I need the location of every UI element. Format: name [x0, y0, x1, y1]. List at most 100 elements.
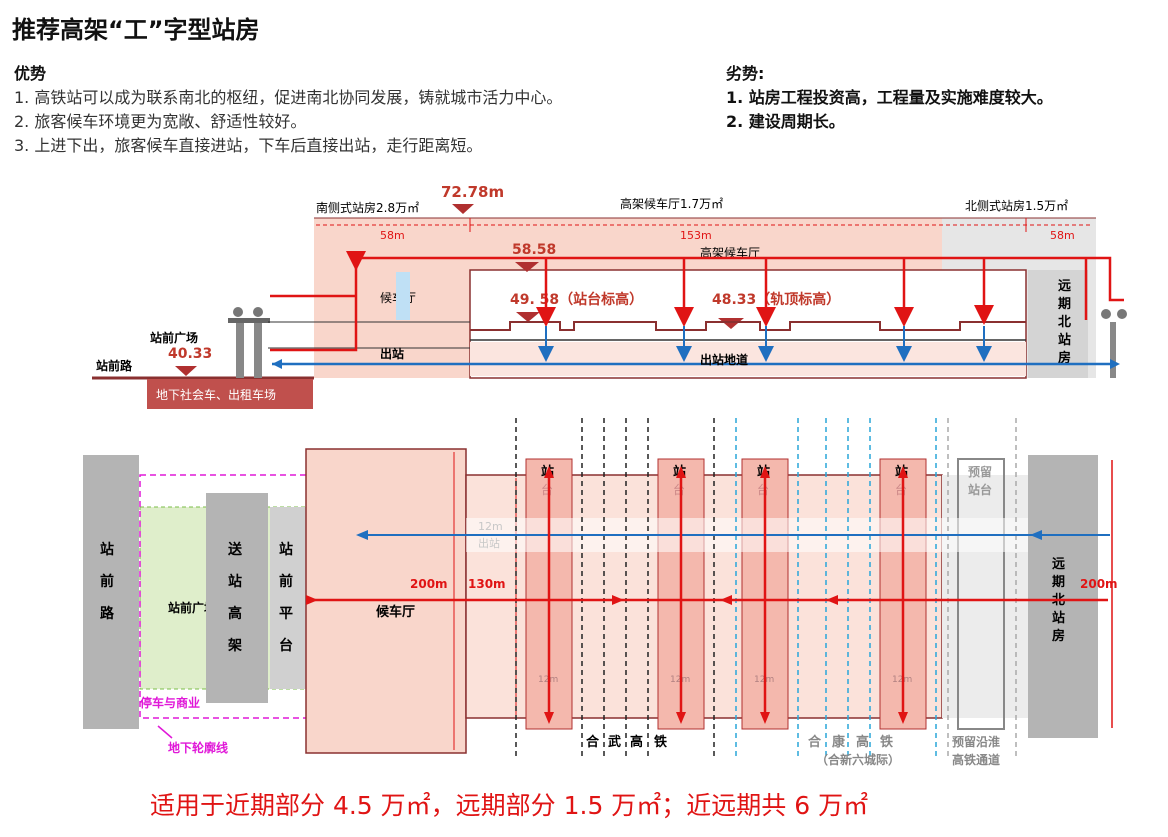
underground-label: 地下社会车、出租车场 [156, 387, 276, 402]
parking-outline [139, 474, 309, 719]
reserved-rail-label: 预留沿淮 [952, 734, 1000, 749]
north-station-label: 北侧式站房1.5万㎡ [965, 198, 1068, 213]
svg-text:北: 北 [1058, 315, 1071, 330]
page-title: 推荐高架“工”字型站房 [12, 16, 260, 44]
disadvantage-item: 1. 站房工程投资高，工程量及实施难度较大。 [726, 88, 1053, 107]
plan-far-north-block [1028, 455, 1098, 738]
disadvantage-item: 2. 建设周期长。 [726, 112, 845, 131]
svg-text:平: 平 [279, 606, 293, 622]
svg-text:铁: 铁 [653, 734, 667, 750]
hekang-label: 合 康 高 铁 [808, 734, 893, 750]
dim-mid: 153m [680, 229, 712, 242]
elevation-marker-icon [452, 204, 474, 214]
south-station-label: 南侧式站房2.8万㎡ [316, 200, 419, 215]
rail-elevation: 48.33（轨顶标高） [712, 291, 840, 308]
svg-text:期: 期 [1058, 297, 1071, 312]
elevation-marker-icon [515, 262, 539, 272]
svg-text:站台: 站台 [968, 482, 992, 497]
dim-130: 130m [468, 577, 506, 591]
elevated-dropoff-label: 送 站 高 架 [227, 541, 243, 654]
svg-text:送: 送 [227, 541, 243, 558]
dim-200-right: 200m [1080, 577, 1118, 591]
elevation-marker-icon [718, 318, 744, 329]
svg-text:站: 站 [1058, 332, 1071, 348]
footer-summary: 适用于近期部分 4.5 万㎡，远期部分 1.5 万㎡；近远期共 6 万㎡ [150, 791, 869, 820]
hekang-sub-label: （合新六城际） [816, 752, 900, 767]
plaza-elevation: 40.33 [168, 346, 212, 362]
svg-text:架: 架 [227, 637, 242, 654]
dim-right: 58m [1050, 229, 1075, 242]
dim-200-left: 200m [410, 577, 448, 591]
svg-text:期: 期 [1052, 575, 1065, 590]
svg-text:站: 站 [1052, 610, 1065, 626]
platform-elevation: 49. 58（站台标高） [510, 291, 643, 308]
stair-icon [396, 272, 410, 320]
svg-text:台: 台 [673, 482, 685, 497]
svg-text:站: 站 [228, 573, 242, 590]
svg-text:高: 高 [630, 734, 643, 750]
exit-tunnel-label: 出站地道 [700, 352, 748, 367]
svg-text:台: 台 [895, 482, 907, 497]
svg-text:远: 远 [1052, 557, 1065, 572]
reserve-zone [942, 475, 1028, 718]
svg-text:远: 远 [1058, 279, 1071, 294]
svg-text:康: 康 [832, 734, 846, 750]
parking-label: 停车与商业 [140, 695, 200, 710]
front-platform [270, 507, 306, 689]
svg-text:路: 路 [100, 605, 115, 622]
waiting-hall-label: 候车厅 [376, 604, 415, 620]
plaza-label: 站前广场 [150, 330, 198, 345]
far-north-block [1028, 270, 1088, 378]
exit-dim-12m: 12m [478, 520, 503, 533]
svg-text:高: 高 [856, 734, 869, 750]
hall-label: 高架候车厅 [700, 245, 760, 260]
far-north-label: 远 期 北 站 房 [1058, 279, 1071, 366]
entry-flow-line [270, 256, 1124, 352]
svg-text:武: 武 [608, 734, 621, 750]
elevated-dropoff [206, 493, 268, 703]
plan-view: 站 前 路 站前广场 停车与商业 地下轮廓线 送 站 高 架 站 前 平 台 候… [83, 418, 1118, 767]
reserved-rail-label: 高铁通道 [952, 752, 1000, 767]
section-view: 南侧式站房2.8万㎡ 72.78m 高架候车厅1.7万㎡ 北侧式站房1.5万㎡ … [92, 183, 1127, 409]
svg-text:合: 合 [808, 734, 822, 750]
svg-text:房: 房 [1052, 628, 1065, 644]
plan-far-north-label: 远 期 北 站 房 [1052, 557, 1065, 644]
underground-outline-label: 地下轮廓线 [168, 740, 228, 755]
svg-text:站: 站 [100, 541, 114, 558]
svg-text:铁: 铁 [879, 734, 893, 750]
svg-text:台: 台 [541, 482, 553, 497]
hewu-label: 合 武 高 铁 [586, 734, 667, 750]
elevated-hall-label: 高架候车厅1.7万㎡ [620, 196, 723, 211]
elevation-hall: 58.58 [512, 242, 556, 258]
disadvantages-heading: 劣势: [726, 64, 765, 83]
dim-left: 58m [380, 229, 405, 242]
plan-road-block [83, 455, 139, 729]
elevation-top: 72.78m [441, 183, 504, 201]
advantages-heading: 优势 [14, 64, 47, 83]
plan-plaza-label: 站前广场 [168, 600, 216, 615]
advantage-item: 1. 高铁站可以成为联系南北的枢纽，促进南北协同发展，铸就城市活力中心。 [14, 88, 563, 107]
svg-text:合: 合 [586, 734, 600, 750]
plan-road-label: 站 前 路 [100, 541, 115, 622]
svg-text:前: 前 [100, 573, 114, 590]
svg-text:高: 高 [228, 605, 242, 622]
svg-text:台: 台 [279, 637, 293, 654]
reserved-platform-strip [957, 458, 1005, 730]
track-lines [515, 418, 1017, 758]
exit-tunnel-zone [470, 342, 1026, 376]
elevation-marker-icon [175, 366, 197, 376]
advantage-item: 2. 旅客候车环境更为宽敞、舒适性较好。 [14, 112, 307, 131]
front-platform-label: 站 前 平 台 [279, 541, 293, 654]
viaduct-deck [228, 318, 270, 323]
svg-text:站: 站 [279, 541, 293, 558]
svg-text:预留: 预留 [968, 464, 992, 479]
exit-corridor-label: 出站 [478, 536, 500, 550]
svg-text:房: 房 [1058, 350, 1071, 366]
elevation-marker-icon [516, 312, 540, 322]
advantage-item: 3. 上进下出，旅客候车直接进站，下车后直接出站，走行距离短。 [14, 136, 483, 155]
svg-text:前: 前 [279, 573, 293, 590]
underground-parking [147, 379, 313, 409]
road-label: 站前路 [96, 358, 133, 373]
platform-profile [470, 321, 1026, 331]
